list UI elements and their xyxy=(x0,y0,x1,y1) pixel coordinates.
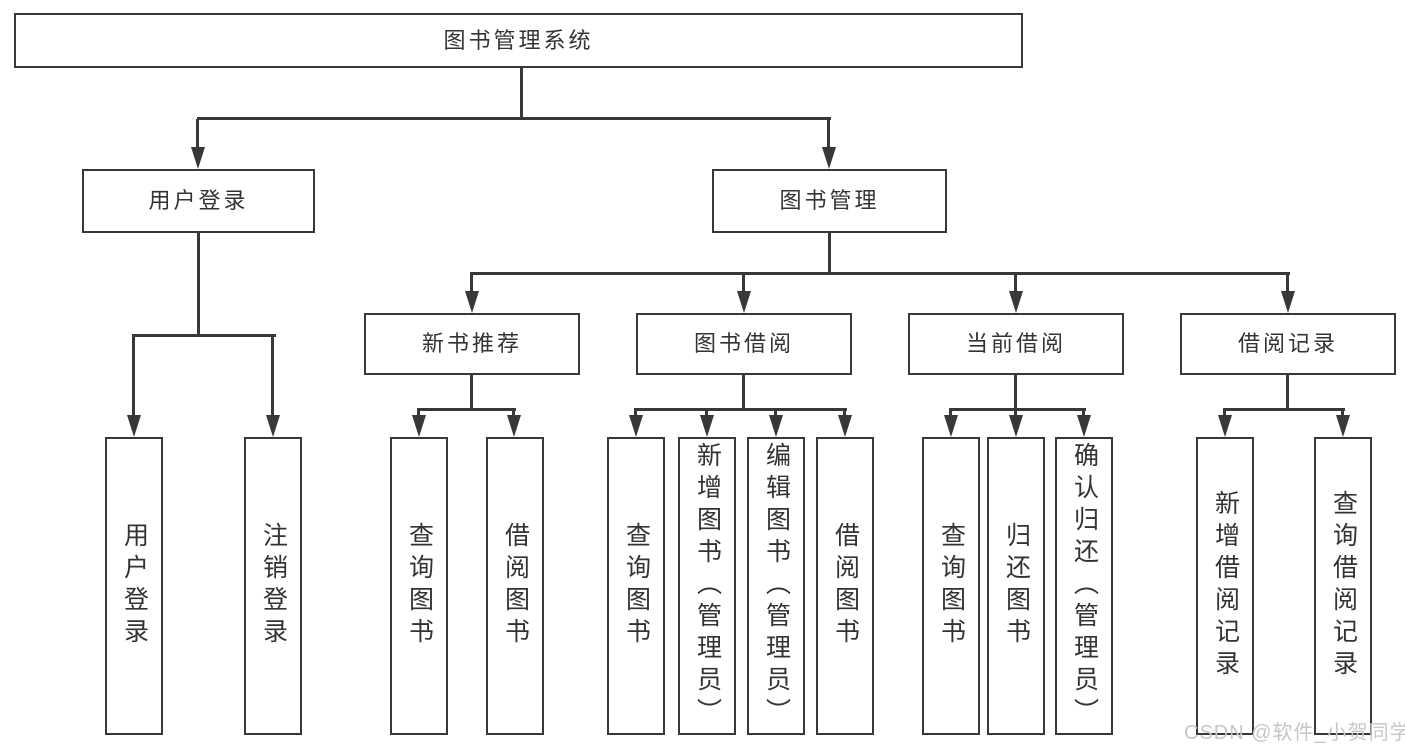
leaf-cb-confirm-return-admin-label: 确认归还（管理员） xyxy=(1070,442,1099,730)
leaf-nbr-query-books: 查询图书 xyxy=(390,437,448,735)
leaf-br-add-record: 新增借阅记录 xyxy=(1196,437,1254,735)
connector-line xyxy=(828,233,831,275)
node-root-label: 图书管理系统 xyxy=(443,27,594,53)
arrowhead-down-icon xyxy=(822,147,836,169)
leaf-logout-label: 注销登录 xyxy=(259,522,288,650)
arrowhead-down-icon xyxy=(1336,415,1350,437)
arrowhead-down-icon xyxy=(838,415,852,437)
connector-line xyxy=(197,117,831,120)
connector-line xyxy=(470,274,473,293)
node-root: 图书管理系统 xyxy=(14,13,1023,68)
arrowhead-down-icon xyxy=(944,415,958,437)
connector-line xyxy=(1286,375,1289,411)
connector-line xyxy=(1014,274,1017,293)
leaf-cb-return-books: 归还图书 xyxy=(987,437,1045,735)
connector-line xyxy=(1341,410,1344,417)
connector-line xyxy=(512,410,515,417)
connector-line xyxy=(1014,410,1017,417)
arrowhead-down-icon xyxy=(507,415,521,437)
connector-line xyxy=(132,336,135,417)
node-new-book-recommend-label: 新书推荐 xyxy=(421,331,522,356)
connector-line xyxy=(705,410,708,417)
node-book-borrow-label: 图书借阅 xyxy=(693,331,794,356)
leaf-cb-query-books: 查询图书 xyxy=(922,437,980,735)
leaf-cb-query-books-label: 查询图书 xyxy=(937,522,966,650)
connector-line xyxy=(470,272,1290,275)
connector-line xyxy=(827,119,830,148)
arrowhead-down-icon xyxy=(1281,291,1295,313)
connector-line xyxy=(470,375,473,411)
connector-line xyxy=(1223,408,1345,411)
arrowhead-down-icon xyxy=(769,415,783,437)
leaf-br-add-record-label: 新增借阅记录 xyxy=(1211,490,1240,682)
connector-line xyxy=(197,233,200,337)
connector-line xyxy=(634,408,847,411)
node-new-book-recommend: 新书推荐 xyxy=(364,313,580,375)
connector-line xyxy=(1082,410,1085,417)
leaf-br-query-record: 查询借阅记录 xyxy=(1314,437,1372,735)
leaf-br-query-record-label: 查询借阅记录 xyxy=(1329,490,1358,682)
node-book-management: 图书管理 xyxy=(712,169,947,233)
leaf-cb-return-books-label: 归还图书 xyxy=(1002,522,1031,650)
leaf-nbr-borrow-books-label: 借阅图书 xyxy=(501,522,530,650)
connector-line xyxy=(132,334,276,337)
arrowhead-down-icon xyxy=(266,415,280,437)
connector-line xyxy=(949,410,952,417)
arrowhead-down-icon xyxy=(1009,415,1023,437)
leaf-bb-edit-books-admin-label: 编辑图书（管理员） xyxy=(762,442,791,730)
leaf-logout: 注销登录 xyxy=(244,437,302,735)
connector-line xyxy=(742,274,745,293)
connector-line xyxy=(774,410,777,417)
arrowhead-down-icon xyxy=(127,415,141,437)
connector-line xyxy=(417,410,420,417)
connector-line xyxy=(520,68,523,117)
leaf-nbr-borrow-books: 借阅图书 xyxy=(486,437,544,735)
connector-line xyxy=(949,408,1086,411)
arrowhead-down-icon xyxy=(737,291,751,313)
arrowhead-down-icon xyxy=(1077,415,1091,437)
node-borrow-records: 借阅记录 xyxy=(1180,313,1396,375)
connector-line xyxy=(1014,375,1017,411)
arrowhead-down-icon xyxy=(700,415,714,437)
arrowhead-down-icon xyxy=(629,415,643,437)
connector-line xyxy=(843,410,846,417)
leaf-bb-edit-books-admin: 编辑图书（管理员） xyxy=(747,437,805,735)
leaf-bb-query-books-label: 查询图书 xyxy=(622,522,651,650)
leaf-nbr-query-books-label: 查询图书 xyxy=(405,522,434,650)
leaf-bb-query-books: 查询图书 xyxy=(607,437,665,735)
arrowhead-down-icon xyxy=(1009,291,1023,313)
connector-line xyxy=(417,408,516,411)
node-user-login-label: 用户登录 xyxy=(148,188,249,213)
connector-line xyxy=(634,410,637,417)
node-current-borrow: 当前借阅 xyxy=(908,313,1124,375)
node-user-login: 用户登录 xyxy=(82,169,315,233)
leaf-user-login-label: 用户登录 xyxy=(120,522,149,650)
leaf-bb-borrow-books-label: 借阅图书 xyxy=(831,522,860,650)
leaf-bb-add-books-admin-label: 新增图书（管理员） xyxy=(693,442,722,730)
connector-line xyxy=(1286,274,1289,293)
node-book-management-label: 图书管理 xyxy=(779,188,880,213)
leaf-bb-add-books-admin: 新增图书（管理员） xyxy=(678,437,736,735)
arrowhead-down-icon xyxy=(1218,415,1232,437)
connector-line xyxy=(196,119,199,148)
node-borrow-records-label: 借阅记录 xyxy=(1237,331,1338,356)
leaf-user-login: 用户登录 xyxy=(105,437,163,735)
arrowhead-down-icon xyxy=(465,291,479,313)
csdn-watermark: CSDN @软件_小贺同学 xyxy=(1184,722,1405,744)
leaf-cb-confirm-return-admin: 确认归还（管理员） xyxy=(1055,437,1113,735)
node-book-borrow: 图书借阅 xyxy=(636,313,852,375)
leaf-bb-borrow-books: 借阅图书 xyxy=(816,437,874,735)
connector-line xyxy=(742,375,745,411)
arrowhead-down-icon xyxy=(191,147,205,169)
connector-line xyxy=(271,336,274,417)
node-current-borrow-label: 当前借阅 xyxy=(965,331,1066,356)
connector-line xyxy=(1223,410,1226,417)
arrowhead-down-icon xyxy=(412,415,426,437)
